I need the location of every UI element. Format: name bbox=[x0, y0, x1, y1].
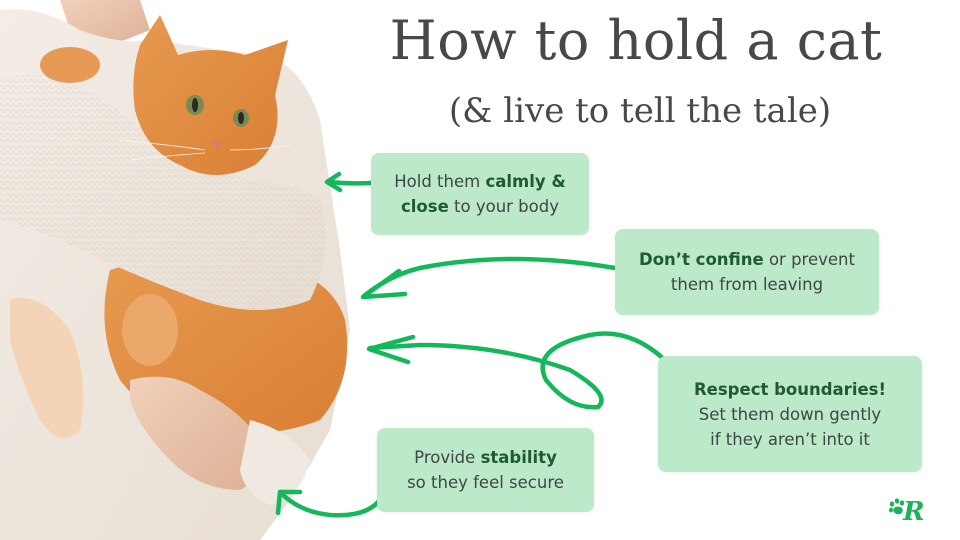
arrow-icon-3 bbox=[367, 331, 687, 410]
tip-4-line-1: Provide stability bbox=[414, 445, 557, 470]
tip-2-line-1: Don’t confine or prevent bbox=[639, 247, 855, 272]
tip-1-text-2: to your body bbox=[448, 197, 559, 216]
tip-card-calm-close: Hold them calmly & close to your body bbox=[371, 153, 589, 235]
tip-1-line-2: close to your body bbox=[401, 194, 559, 219]
tip-4-bold-text: stability bbox=[480, 448, 557, 467]
tip-1-bold-text: calmly & bbox=[485, 172, 566, 191]
paw-icon bbox=[889, 498, 905, 515]
cat-photo bbox=[0, 0, 350, 540]
logo-letter: R bbox=[902, 497, 925, 526]
tip-2-line-2: them from leaving bbox=[670, 275, 824, 294]
tip-2-bold-text: Don’t confine bbox=[639, 250, 764, 269]
page-title: How to hold a cat bbox=[389, 9, 883, 72]
tip-1-text: Hold them bbox=[394, 172, 486, 191]
arrow-icon-2 bbox=[361, 256, 618, 299]
tip-card-dont-confine: Don’t confine or prevent them from leavi… bbox=[615, 229, 879, 315]
tip-1-line-1: Hold them calmly & bbox=[394, 169, 566, 194]
tip-card-stability: Provide stability so they feel secure bbox=[377, 428, 594, 512]
brand-logo: R bbox=[889, 497, 925, 526]
tip-3-line-1: Respect boundaries! bbox=[694, 377, 886, 402]
tip-1-bold-text-2: close bbox=[400, 197, 449, 216]
page-subtitle: (& live to tell the tale) bbox=[448, 91, 832, 131]
tip-4-line-2: so they feel secure bbox=[407, 473, 564, 492]
tip-3-bold-text: Respect boundaries! bbox=[693, 379, 887, 399]
tip-4-text: Provide bbox=[414, 448, 481, 467]
tip-3-line-3: if they aren’t into it bbox=[710, 429, 870, 449]
tip-2-text: or prevent bbox=[763, 250, 855, 269]
tip-3-line-2: Set them down gently bbox=[698, 404, 882, 424]
tip-card-respect-boundaries: Respect boundaries! Set them down gently… bbox=[658, 356, 922, 472]
